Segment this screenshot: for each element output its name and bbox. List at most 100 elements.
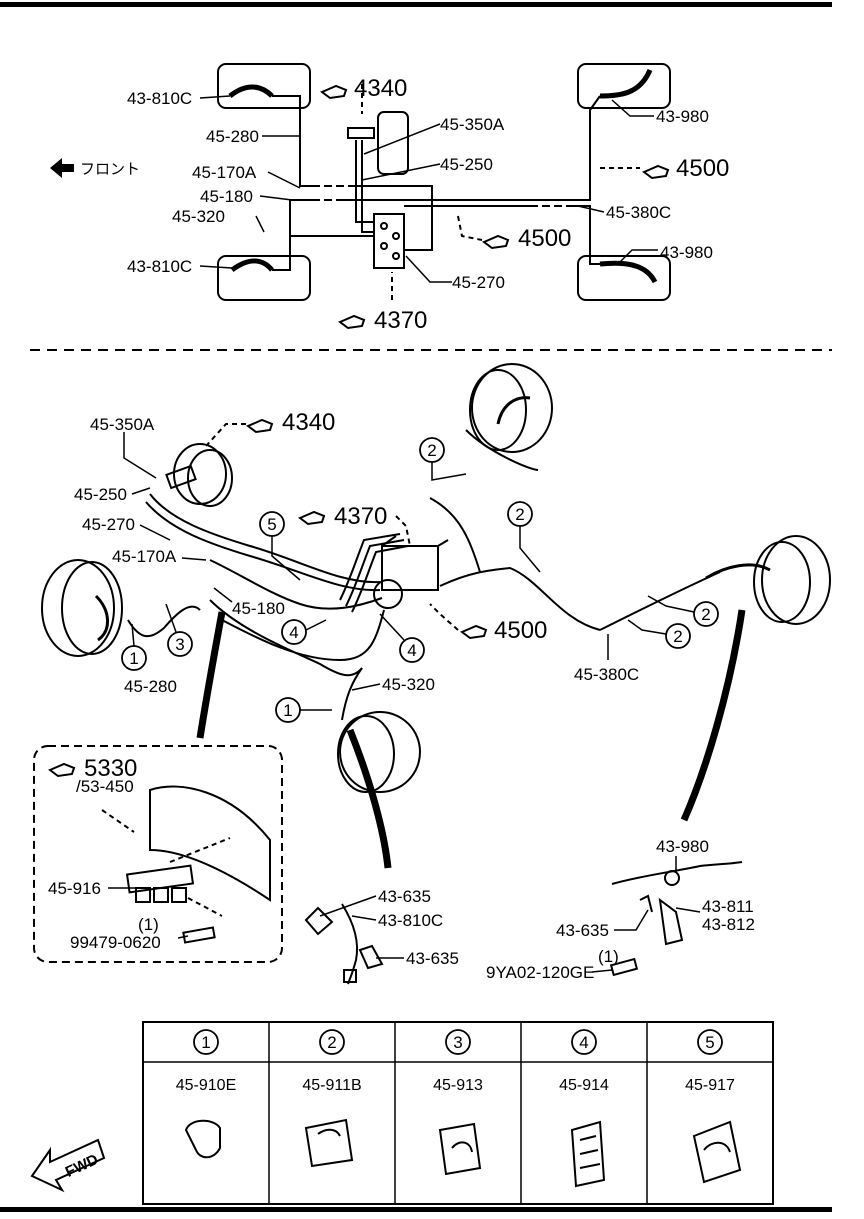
label-45-170a-bottom: 45-170A — [112, 547, 177, 566]
hand-pointer-icon — [320, 84, 348, 100]
bottom-illustration — [33, 363, 831, 985]
abs-hydraulic-unit — [373, 535, 449, 609]
legend-number: 5 — [705, 1033, 714, 1052]
label-43-980-detail: 43-980 — [656, 837, 709, 856]
hand-pointer-icon — [482, 234, 510, 250]
label-43-812: 43-812 — [702, 915, 755, 934]
label-45-170a: 45-170A — [192, 163, 257, 182]
label-9ya02-120ge: 9YA02-120GE — [486, 963, 594, 982]
top-labels: 43-810C 45-280 45-350A 45-250 45-170A 45… — [80, 89, 713, 292]
callout-4-left: 4 — [281, 619, 327, 645]
legend-number-circle — [445, 1029, 471, 1055]
legend-number-circle — [697, 1029, 723, 1055]
svg-text:4500: 4500 — [494, 617, 547, 644]
callout-3: 3 — [165, 603, 193, 657]
bottom-border — [0, 1207, 832, 1212]
hand-pointer-icon — [48, 762, 76, 778]
callout-circles: 1 2 3 4 5 2 2 4 1 2 — [121, 437, 719, 723]
svg-text:4500: 4500 — [676, 155, 729, 182]
legend-column: 2 45-911B — [302, 1029, 362, 1094]
hand-pointer-icon — [642, 164, 670, 180]
legend-number: 4 — [579, 1033, 588, 1052]
label-45-270: 45-270 — [452, 273, 505, 292]
legend-number: 3 — [453, 1033, 462, 1052]
legend-part-number: 45-917 — [685, 1077, 735, 1094]
callout-1-rear: 1 — [275, 697, 332, 723]
label-qty-1: (1) — [138, 915, 159, 934]
legend-number: 1 — [201, 1033, 210, 1052]
label-43-810c-top: 43-810C — [127, 89, 192, 108]
legend-number-circle — [193, 1029, 219, 1055]
callout-2-mid: 2 — [507, 501, 541, 573]
clip-legend-table: 1 45-910E 2 45-911B 3 45-913 4 45-914 5 45-917 — [142, 1021, 774, 1205]
label-qty-1b: (1) — [598, 947, 619, 966]
ref-4340-bottom: 4340 — [246, 409, 335, 436]
clip-45-910e-drawing — [184, 1119, 221, 1159]
clip-45-914-drawing — [570, 1120, 606, 1188]
label-43-980-top: 43-980 — [656, 107, 709, 126]
label-45-180-bottom: 45-180 — [232, 599, 285, 618]
legend-part-number: 45-911B — [302, 1077, 361, 1094]
top-border — [0, 2, 832, 7]
label-45-280-bottom: 45-280 — [124, 677, 177, 696]
legend-part-number: 45-914 — [559, 1077, 609, 1094]
svg-text:4370: 4370 — [334, 503, 387, 530]
legend-column: 4 45-914 — [559, 1029, 609, 1094]
label-45-380c: 45-380C — [606, 203, 671, 222]
wheel-rear-left — [217, 255, 311, 301]
callout-5: 5 — [259, 511, 301, 581]
wheel-rear-right — [577, 255, 671, 301]
front-label: フロント — [80, 161, 140, 178]
label-43-635-right: 43-635 — [556, 921, 609, 940]
legend-part-number: 45-913 — [433, 1077, 483, 1094]
fwd-arrow-icon — [30, 1138, 106, 1193]
ref-4500-center: 4500 — [482, 225, 571, 252]
label-53-450: /53-450 — [76, 777, 134, 796]
svg-text:2: 2 — [427, 441, 436, 460]
label-45-320-bottom: 45-320 — [382, 675, 435, 694]
legend-number: 2 — [327, 1033, 336, 1052]
ref-4340-top: 4340 — [320, 75, 407, 102]
legend-part-number: 45-910E — [176, 1077, 237, 1094]
fwd-arrow: FWD — [30, 1138, 106, 1193]
legend-column: 1 45-910E — [176, 1029, 237, 1094]
svg-text:2: 2 — [515, 505, 524, 524]
label-45-250-bottom: 45-250 — [74, 485, 127, 504]
clip-45-913-drawing — [438, 1122, 482, 1176]
ref-5330: 5330 — [48, 755, 137, 782]
label-99479-0620: 99479-0620 — [70, 933, 161, 952]
label-45-280: 45-280 — [206, 127, 259, 146]
clip-45-911b-drawing — [304, 1118, 354, 1168]
svg-text:4340: 4340 — [354, 75, 407, 102]
bottom-refs: 4340 4370 4500 5330 — [48, 409, 547, 782]
ref-4370-top: 4370 — [338, 307, 427, 334]
tire-rear-left — [337, 711, 421, 793]
hand-pointer-icon — [460, 624, 488, 640]
legend-column: 5 45-917 — [685, 1029, 735, 1094]
legend-number-circle — [319, 1029, 345, 1055]
svg-text:1: 1 — [129, 649, 138, 668]
front-arrow-icon — [50, 158, 74, 178]
brake-booster — [165, 443, 233, 507]
clip-45-917-drawing — [692, 1120, 742, 1184]
svg-text:5: 5 — [267, 515, 276, 534]
label-43-810c-detail: 43-810C — [378, 911, 443, 930]
legend-column: 3 45-913 — [433, 1029, 483, 1094]
label-43-811: 43-811 — [702, 897, 754, 916]
ref-4370-bottom: 4370 — [298, 503, 387, 530]
wheel-front-right — [577, 63, 671, 109]
svg-text:4: 4 — [407, 641, 416, 660]
label-45-270-bottom: 45-270 — [82, 515, 135, 534]
ref-4500-right: 4500 — [642, 155, 729, 182]
label-45-350a: 45-350A — [440, 115, 505, 134]
label-45-180: 45-180 — [200, 187, 253, 206]
tire-rear-right — [705, 535, 831, 625]
label-43-980-bottom: 43-980 — [660, 243, 713, 262]
svg-text:4340: 4340 — [282, 409, 335, 436]
svg-text:5330: 5330 — [84, 755, 137, 782]
svg-text:2: 2 — [701, 605, 710, 624]
label-43-635-top: 43-635 — [378, 887, 431, 906]
top-schematic — [217, 63, 671, 301]
wheel-front-left — [217, 63, 311, 109]
top-refs: 4340 4500 4500 4370 — [320, 75, 729, 334]
